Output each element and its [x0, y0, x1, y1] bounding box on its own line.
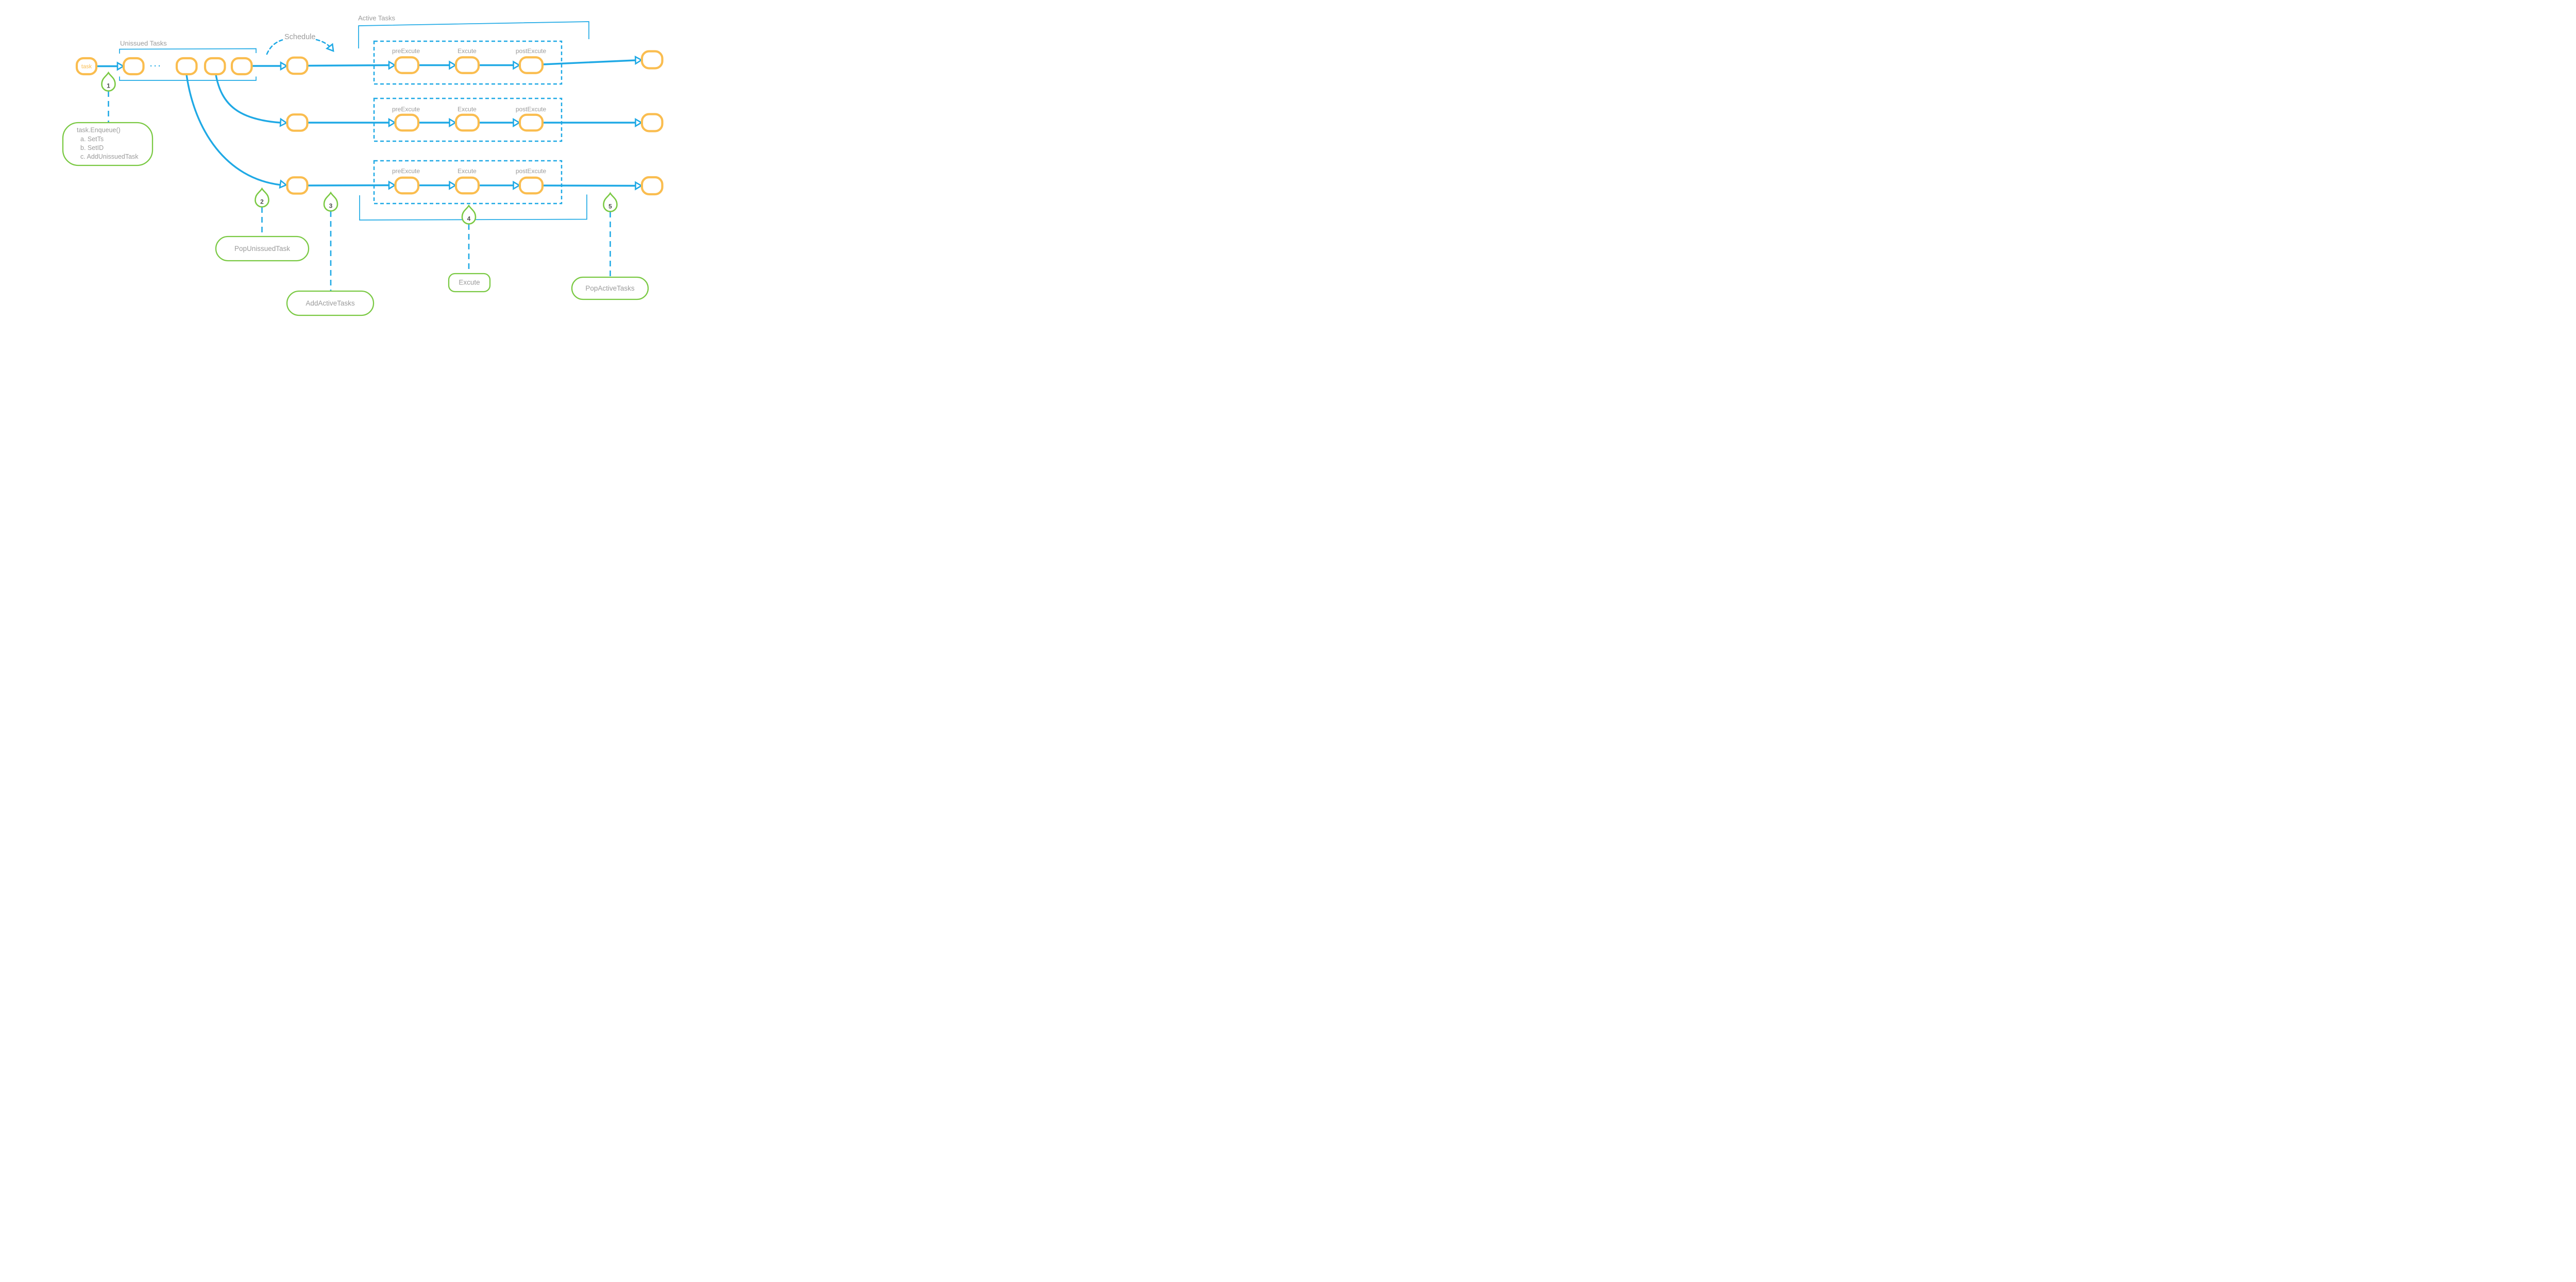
task-scheduler-diagram: Unissued Tasks Schedule Active Tasks — [0, 0, 778, 320]
excute-oval-row2 — [454, 113, 480, 132]
marker-4: 4 — [461, 205, 477, 225]
curve-queue-to-row2 — [215, 74, 281, 124]
note-box-task-enqueue — [62, 122, 154, 166]
arrowhead-into-scheduler — [280, 61, 287, 71]
unissued-queue-bracket-top — [119, 48, 257, 54]
note-task-enqueue-line3: b. SetID — [80, 144, 104, 151]
arrowhead-row2-post — [513, 118, 520, 127]
stage-label-excute-row3: Excute — [457, 167, 477, 175]
arrow-row3-into-box — [306, 184, 390, 187]
excute-oval-row3 — [454, 176, 480, 195]
queue-oval-1 — [122, 57, 145, 76]
queue-oval-3 — [204, 57, 226, 76]
stage-label-excute-row2: Excute — [457, 106, 477, 113]
schedule-label: Schedule — [284, 33, 315, 41]
marker-4-number: 4 — [467, 215, 471, 223]
marker-2-number: 2 — [260, 198, 264, 206]
queue-oval-4 — [230, 57, 253, 76]
arrow-row1-into-box — [306, 64, 390, 67]
marker-1: 1 — [101, 72, 116, 92]
diagram-canvas: Unissued Tasks Schedule Active Tasks — [62, 14, 664, 316]
postexcute-oval-row2 — [518, 113, 544, 132]
note-pill-excute — [448, 273, 491, 293]
arrowhead-row3-pre — [388, 181, 396, 190]
marker-2: 2 — [255, 188, 269, 208]
task-node — [75, 57, 98, 76]
note-addactivetasks-label: AddActiveTasks — [306, 299, 355, 307]
stage-label-preexcute-row2: preExcute — [392, 106, 420, 113]
marker-1-number: 1 — [107, 82, 110, 90]
arrowhead-row3-done — [635, 181, 642, 190]
excute-oval-row1 — [454, 56, 480, 74]
preexcute-oval-row1 — [394, 56, 420, 74]
scheduler-oval-row2 — [286, 113, 309, 132]
note-task-enqueue-line2: a. SetTs — [80, 136, 104, 143]
arrowhead-into-queue — [116, 62, 124, 71]
arrowhead-row1-done — [634, 56, 642, 64]
done-oval-row3 — [640, 176, 664, 196]
note-task-enqueue-line1: task.Enqueue() — [77, 126, 121, 133]
arrow-row3-exit — [541, 184, 637, 187]
schedule-arc-left — [266, 39, 283, 55]
marker-3: 3 — [323, 192, 338, 212]
arrowhead-row1-pre — [388, 61, 396, 70]
arrow-row1-exit — [541, 59, 637, 65]
postexcute-oval-row1 — [518, 56, 544, 74]
active-tasks-bracket-top — [358, 21, 589, 48]
arrowhead-row3-post — [513, 181, 520, 190]
note-task-enqueue-line4: c. AddUnissuedTask — [80, 153, 139, 160]
marker-5-number: 5 — [608, 203, 612, 210]
note-popunissuedtask-label: PopUnissuedTask — [234, 245, 290, 252]
arrowhead-curve-row2 — [279, 118, 287, 127]
note-pill-popunissuedtask — [215, 235, 310, 262]
marker-3-number: 3 — [329, 203, 333, 210]
queue-oval-2 — [175, 57, 198, 76]
execution-box-row3 — [373, 160, 563, 205]
stage-label-postexcute-row3: postExcute — [516, 167, 547, 175]
execution-box-row1 — [373, 40, 563, 85]
execution-box-row2 — [373, 97, 563, 142]
curve-queue-to-row3 — [185, 74, 280, 186]
arrowhead-row2-excute — [449, 118, 456, 127]
preexcute-oval-row3 — [394, 176, 420, 195]
arrowhead-row1-post — [513, 61, 520, 70]
schedule-arc-right — [315, 39, 333, 50]
queue-ellipsis: ··· — [150, 62, 162, 71]
postexcute-oval-row3 — [518, 176, 544, 195]
arrowhead-row2-done — [635, 118, 642, 127]
note-pill-addactivetasks — [286, 290, 375, 316]
marker-5: 5 — [603, 192, 618, 212]
scheduler-oval-row1 — [286, 56, 309, 75]
stage-label-preexcute-row3: preExcute — [392, 167, 420, 175]
scheduler-oval-row3 — [286, 176, 309, 195]
stage-label-postexcute-row1: postExcute — [516, 47, 547, 55]
arrowhead-row1-excute — [449, 61, 456, 70]
note-popactivetasks-label: PopActiveTasks — [585, 284, 635, 292]
arrowhead-curve-row3 — [279, 180, 287, 190]
unissued-tasks-label: Unissued Tasks — [120, 39, 167, 47]
active-tasks-label: Active Tasks — [358, 14, 396, 22]
done-oval-row2 — [640, 113, 664, 132]
done-oval-row1 — [640, 50, 664, 70]
arrowhead-row3-excute — [449, 181, 456, 190]
note-pill-popactivetasks — [571, 276, 649, 300]
stage-label-excute-row1: Excute — [457, 47, 477, 55]
task-node-label: task — [81, 63, 92, 70]
stage-label-preexcute-row1: preExcute — [392, 47, 420, 55]
preexcute-oval-row2 — [394, 113, 420, 132]
note-excute-label: Excute — [459, 279, 480, 286]
stage-label-postexcute-row2: postExcute — [516, 106, 547, 113]
arrowhead-row2-pre — [388, 118, 396, 127]
